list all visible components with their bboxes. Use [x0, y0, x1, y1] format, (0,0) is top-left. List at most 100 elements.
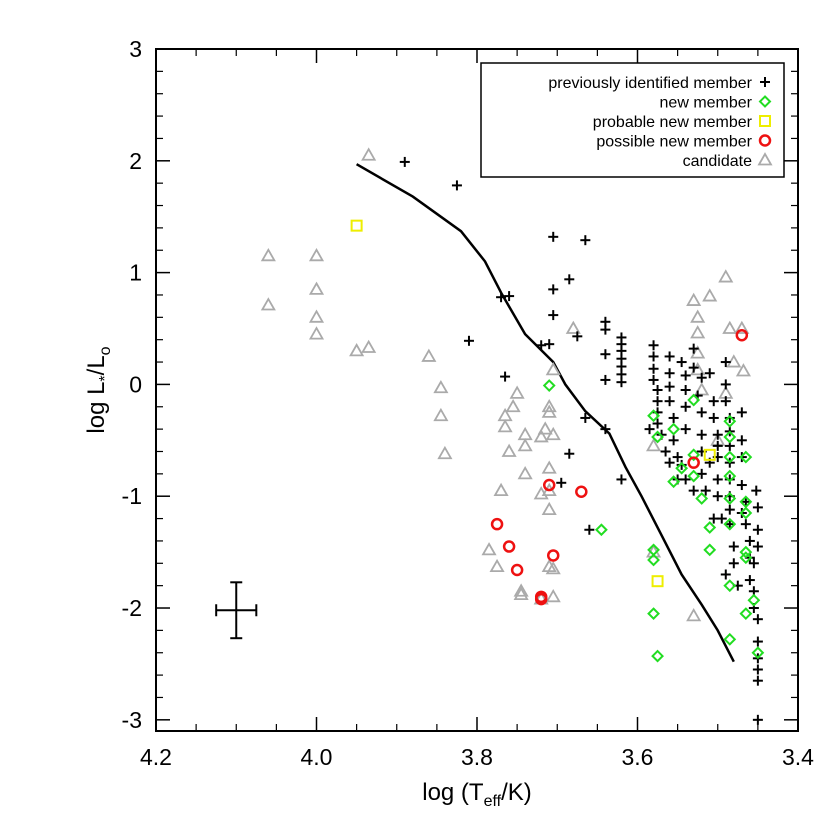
- data-point-plus: [676, 357, 687, 368]
- data-point-plus: [616, 377, 627, 388]
- data-point-plus: [696, 429, 707, 440]
- data-point-diamond: [751, 646, 765, 660]
- y-tick-label: 2: [129, 148, 142, 174]
- data-point-triangle: [734, 320, 750, 334]
- data-point-triangle: [517, 466, 533, 480]
- data-point-plus: [708, 396, 719, 407]
- data-point-triangle: [361, 339, 377, 353]
- error-bar: [215, 581, 258, 640]
- data-point-plus: [752, 541, 763, 552]
- data-point-plus: [720, 357, 731, 368]
- data-point-plus: [544, 339, 555, 350]
- data-point-plus: [752, 664, 763, 675]
- data-point-plus: [652, 418, 663, 429]
- data-point-plus: [652, 396, 663, 407]
- data-point-plus: [728, 558, 739, 569]
- data-point-plus: [616, 474, 627, 485]
- data-point-plus: [752, 636, 763, 647]
- data-point-diamond: [723, 517, 737, 531]
- data-point-plus: [399, 156, 410, 167]
- data-point-triangle: [481, 542, 497, 556]
- data-point-triangle: [489, 558, 505, 573]
- series-circle: [490, 328, 749, 606]
- data-point-diamond: [739, 551, 753, 565]
- legend-marker-plus: [760, 77, 770, 87]
- data-point-circle: [510, 563, 524, 577]
- data-point-plus: [600, 349, 611, 360]
- x-tick-label: 3.4: [782, 744, 814, 770]
- data-point-triangle: [541, 501, 557, 516]
- data-point-triangle: [735, 363, 751, 377]
- data-point-plus: [672, 452, 683, 463]
- data-point-triangle: [690, 345, 706, 359]
- data-point-diamond: [594, 523, 608, 537]
- data-point-circle: [542, 478, 556, 492]
- data-point-plus: [748, 558, 759, 569]
- series-square: [350, 219, 716, 588]
- data-point-plus: [708, 513, 719, 524]
- data-point-diamond: [695, 492, 709, 505]
- data-point-plus: [680, 370, 691, 381]
- data-point-plus: [564, 448, 575, 459]
- data-point-triangle: [686, 608, 702, 622]
- legend-label: new member: [660, 95, 753, 112]
- data-point-plus: [720, 379, 731, 390]
- data-point-plus: [564, 274, 575, 285]
- data-point-triangle: [513, 583, 529, 597]
- data-point-plus: [720, 396, 731, 407]
- data-point-plus: [724, 474, 735, 485]
- data-point-plus: [751, 485, 762, 496]
- y-tick-label: 3: [129, 36, 142, 62]
- data-point-diamond: [667, 422, 681, 436]
- data-point-plus: [652, 385, 663, 395]
- data-point-triangle: [545, 561, 561, 575]
- data-point-plus: [736, 435, 747, 446]
- data-point-plus: [500, 371, 511, 382]
- data-point-plus: [668, 412, 679, 423]
- data-point-plus: [496, 292, 507, 303]
- data-point-diamond: [675, 461, 689, 475]
- data-point-plus: [600, 424, 611, 435]
- data-point-triangle: [308, 326, 325, 340]
- data-point-plus: [648, 363, 659, 374]
- data-point-triangle: [260, 248, 276, 262]
- series-diamond: [542, 379, 765, 663]
- data-point-plus: [580, 412, 591, 423]
- data-point-plus: [744, 575, 755, 586]
- data-point-plus: [580, 235, 591, 246]
- data-point-diamond: [667, 475, 681, 489]
- legend-marker-diamond: [758, 95, 772, 108]
- data-point-plus: [451, 180, 462, 191]
- data-point-triangle: [421, 348, 437, 362]
- data-point-triangle: [541, 404, 557, 418]
- data-point-plus: [700, 485, 711, 496]
- data-point-triangle: [722, 320, 738, 334]
- legend-box: [480, 62, 785, 178]
- data-point-diamond: [687, 393, 701, 407]
- data-point-diamond: [739, 545, 753, 559]
- data-point-diamond: [647, 607, 660, 621]
- data-point-triangle: [645, 438, 662, 452]
- data-point-diamond: [687, 448, 701, 462]
- legend-label: probable new member: [593, 114, 753, 131]
- data-point-triangle: [517, 426, 533, 441]
- data-point-plus: [664, 368, 675, 379]
- data-point-diamond: [739, 607, 753, 621]
- data-point-diamond: [651, 430, 664, 444]
- data-point-diamond: [723, 414, 737, 428]
- data-point-plus: [668, 435, 679, 446]
- data-point-triangle: [533, 429, 549, 443]
- data-point-plus: [724, 412, 735, 423]
- data-point-diamond: [723, 492, 737, 505]
- data-point-plus: [696, 372, 707, 383]
- data-point-plus: [644, 424, 655, 435]
- data-point-plus: [712, 474, 723, 485]
- data-point-plus: [696, 407, 707, 418]
- data-point-triangle: [690, 325, 706, 339]
- data-point-plus: [463, 335, 474, 346]
- data-point-plus: [664, 457, 675, 468]
- data-point-triangle: [308, 281, 325, 295]
- data-point-triangle: [702, 288, 718, 302]
